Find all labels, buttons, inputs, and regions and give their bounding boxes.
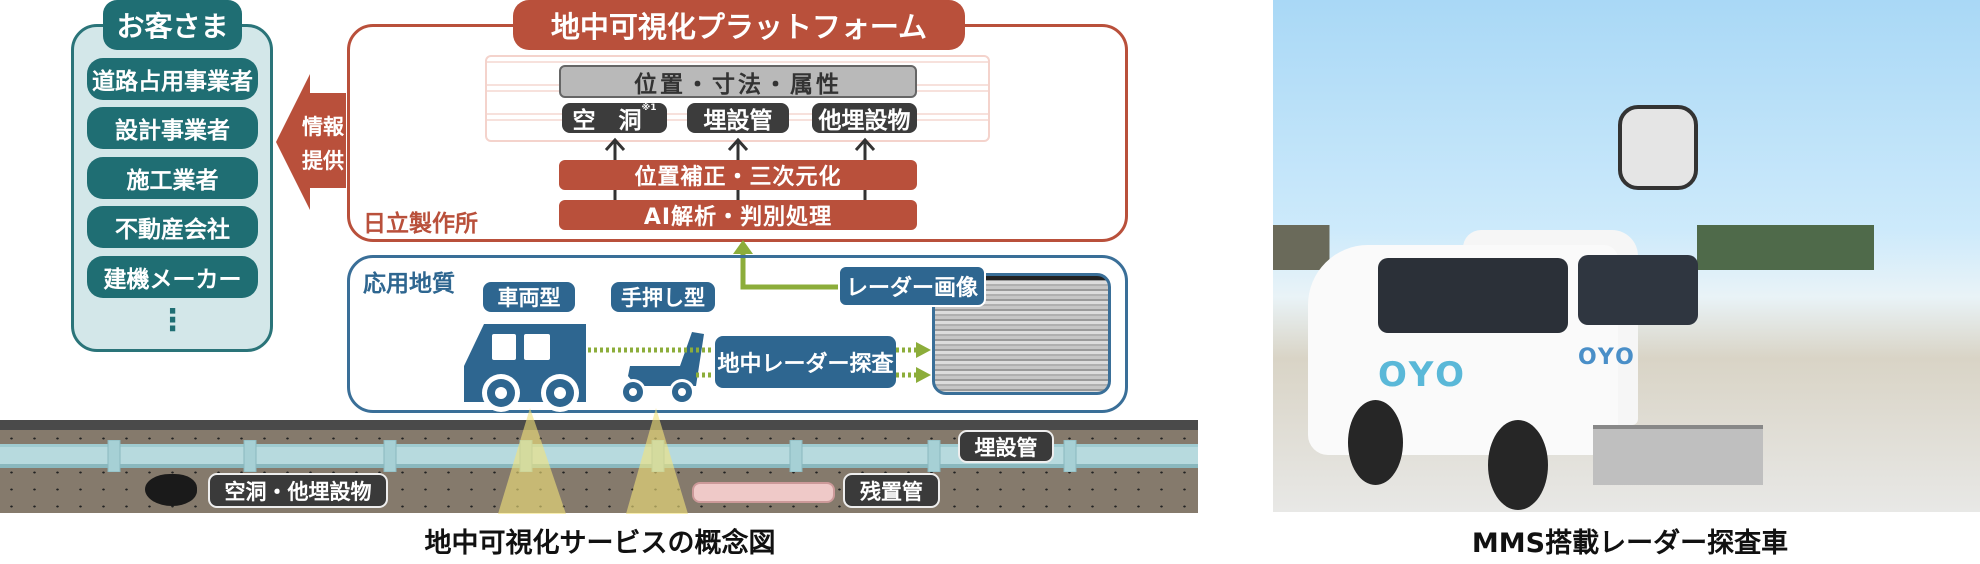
info-provision-line1: 情報 <box>302 115 344 139</box>
info-provision-label: 情報 提供 <box>302 110 344 178</box>
radar-image <box>932 273 1111 395</box>
radar-survey-label: 地中レーダー探査 <box>715 336 896 388</box>
radar-image-upload-arrow-icon <box>733 240 840 290</box>
residual-pipe-label: 残置管 <box>843 473 940 508</box>
category-cavity-label: 空 洞 <box>572 108 642 134</box>
van-rear-window <box>1578 255 1698 325</box>
platform-owner-label: 日立製作所 <box>363 211 478 237</box>
platform-title: 地中可視化プラットフォーム <box>513 0 965 50</box>
radar-beam-cones <box>498 408 688 514</box>
customer-item: 不動産会社 <box>87 206 258 248</box>
survey-box <box>347 255 1128 413</box>
category-cavity: 空 洞 ※1 <box>562 103 667 134</box>
category-buried-pipe: 埋設管 <box>687 103 789 134</box>
step-position-correction: 位置補正・三次元化 <box>559 160 917 190</box>
survey-dotted-arrows-icon <box>588 342 931 383</box>
push-cart-icon <box>620 332 704 405</box>
buried-pipe-label: 埋設管 <box>958 430 1054 463</box>
van-bumper <box>1593 425 1763 485</box>
footnote-mark: ※1 <box>641 103 657 113</box>
customer-item: 建機メーカー <box>87 256 258 298</box>
customer-item: 設計事業者 <box>87 107 258 149</box>
radar-vehicle-photo: OYO OYO <box>1273 0 1980 512</box>
vehicle-type-label: 車両型 <box>483 282 575 312</box>
van-wheel <box>1348 400 1403 485</box>
survey-owner-label: 応用地質 <box>363 271 455 297</box>
van-wheel <box>1488 420 1548 510</box>
residual-pipe <box>692 482 835 503</box>
info-provision-line2: 提供 <box>302 149 344 173</box>
van-windows <box>1378 258 1568 333</box>
info-provision-arrow-icon <box>276 74 346 210</box>
category-other-buried: 他埋設物 <box>812 103 917 134</box>
more-items-ellipsis: ⋮ <box>157 302 188 338</box>
cavity-label: 空洞・他埋設物 <box>208 473 388 508</box>
van-rear-logo: OYO <box>1578 345 1636 370</box>
mms-sensor-unit <box>1618 105 1698 190</box>
attributes-box: 位置・寸法・属性 <box>559 65 917 98</box>
survey-vehicle-icon <box>464 324 586 412</box>
cavity-blob <box>145 474 197 506</box>
diagram-caption: 地中可視化サービスの概念図 <box>424 527 776 559</box>
photo-caption: MMS搭載レーダー探査車 <box>1471 527 1789 559</box>
customer-item: 施工業者 <box>87 157 258 199</box>
customer-item: 道路占用事業者 <box>87 58 258 100</box>
step-ai-analysis: AI解析・判別処理 <box>559 200 917 230</box>
van-side-logo: OYO <box>1378 355 1468 395</box>
radar-image-label: レーダー画像 <box>838 265 986 307</box>
customer-panel-title: お客さま <box>103 0 242 50</box>
push-type-label: 手押し型 <box>611 282 715 312</box>
